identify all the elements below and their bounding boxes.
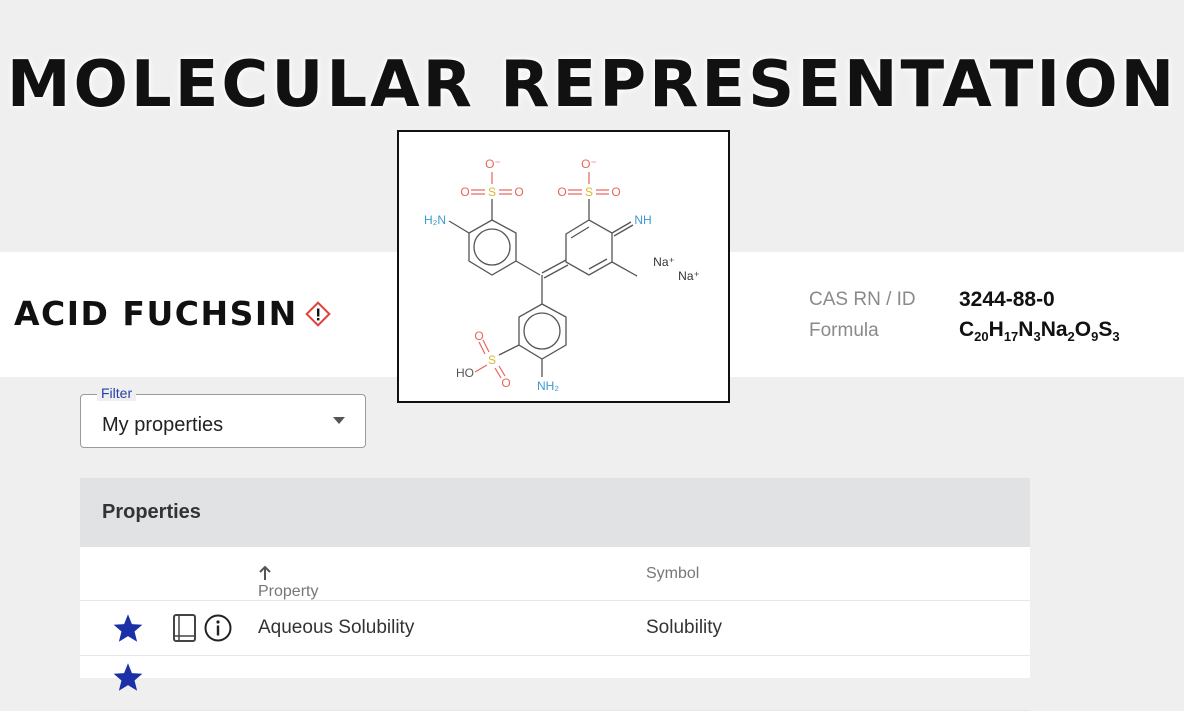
atom-label: S [488, 353, 496, 367]
table-row[interactable] [80, 656, 1030, 711]
atom-label: O [557, 185, 566, 199]
atom-label: HO [456, 366, 474, 380]
table-title: Properties [80, 478, 1030, 547]
atom-label: NH [634, 213, 651, 227]
atom-label: O [501, 376, 510, 390]
atom-label: Na⁺ [678, 269, 700, 283]
filter-label: Filter [97, 385, 137, 401]
compound-name-text: ACID FUCHSIN [14, 294, 298, 333]
atom-label: O⁻ [581, 157, 597, 171]
table-column-headers: Property Symbol [80, 547, 1030, 601]
cas-value: 3244-88-0 [959, 288, 1055, 311]
atom-label: H₂N [424, 213, 446, 227]
molecule-structure-image: O⁻ O⁻ S S O O O O H₂N NH Na⁺ Na⁺ O S O H… [397, 130, 730, 403]
formula-label: Formula [809, 320, 879, 342]
atom-label: O [474, 329, 483, 343]
atom-label: O [460, 185, 469, 199]
atom-label: S [585, 185, 593, 199]
formula-count: 9 [1091, 329, 1099, 345]
filter-value: My properties [102, 414, 224, 436]
formula-count: 2 [1067, 329, 1075, 345]
property-name: Aqueous Solubility [258, 617, 415, 638]
formula-count: 17 [1003, 329, 1019, 345]
table-row[interactable]: Aqueous Solubility Solubility [80, 601, 1030, 656]
formula-element: N [1018, 318, 1034, 341]
formula-element: O [1074, 318, 1092, 341]
atom-label: NH₂ [537, 379, 559, 393]
atom-label: O [611, 185, 620, 199]
column-header-label: Property [258, 583, 319, 600]
star-icon[interactable] [112, 662, 144, 692]
column-header-symbol[interactable]: Symbol [646, 565, 700, 582]
compound-meta: CAS RN / ID 3244-88-0 Formula C20H17N3Na… [809, 288, 1120, 344]
book-icon[interactable] [172, 613, 198, 643]
formula-element: C [959, 318, 975, 341]
property-symbol: Solubility [646, 617, 723, 638]
formula-count: 3 [1033, 329, 1041, 345]
arrow-up-icon [259, 565, 271, 580]
hazard-warning-icon[interactable] [304, 300, 332, 328]
star-icon[interactable] [112, 613, 144, 643]
properties-table: Properties Property Symbol Aqueous Solub… [80, 478, 1030, 711]
column-header-property[interactable]: Property [258, 565, 318, 600]
dropdown-caret-icon [333, 417, 345, 424]
filter-select[interactable]: Filter My properties [80, 385, 366, 448]
formula-value: C20H17N3Na2O9S3 [959, 318, 1120, 344]
formula-element: S [1098, 318, 1113, 341]
atom-label: O⁻ [485, 157, 501, 171]
compound-name: ACID FUCHSIN [14, 294, 332, 333]
formula-element: H [988, 318, 1004, 341]
formula-count: 20 [974, 329, 989, 345]
atom-label: S [488, 185, 496, 199]
formula-element: Na [1040, 318, 1068, 341]
atom-label: O [514, 185, 523, 199]
info-icon[interactable] [203, 613, 233, 643]
page-heading: MOLECULAR REPRESENTATION [6, 48, 1178, 122]
formula-count: 3 [1112, 329, 1120, 345]
atom-label: Na⁺ [653, 255, 675, 269]
cas-label: CAS RN / ID [809, 289, 916, 310]
